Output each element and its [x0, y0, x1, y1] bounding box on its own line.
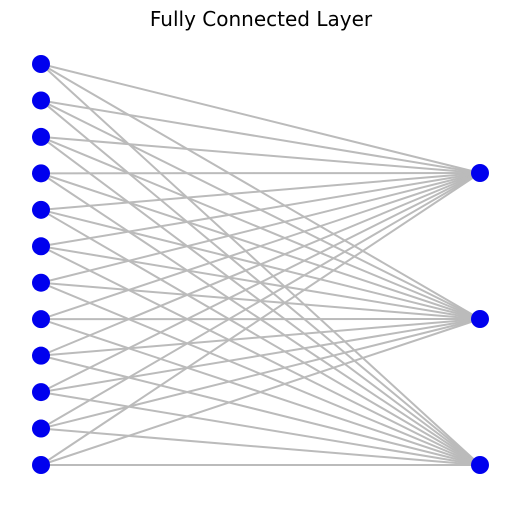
edges-group: [40, 63, 481, 466]
edge-11-3: [40, 427, 481, 466]
edge-9-1: [40, 172, 481, 357]
edge-1-1: [40, 63, 481, 174]
edge-12-1: [40, 172, 481, 466]
output-node-2: [471, 310, 489, 328]
input-node-4: [32, 164, 50, 183]
edge-11-2: [40, 318, 481, 430]
input-node-3: [32, 127, 50, 146]
edge-6-1: [40, 172, 481, 248]
input-node-10: [32, 383, 50, 402]
edge-9-2: [40, 318, 481, 357]
input-node-1: [32, 55, 50, 73]
input-node-6: [32, 237, 50, 256]
diagram-title: Fully Connected Layer: [149, 7, 373, 31]
edge-11-1: [40, 172, 481, 430]
edge-9-3: [40, 354, 481, 466]
edge-10-3: [40, 391, 481, 466]
nodes-group: [32, 55, 489, 474]
input-node-8: [32, 310, 50, 329]
input-node-9: [32, 346, 50, 365]
edge-12-2: [40, 318, 481, 466]
input-node-12: [32, 456, 50, 474]
edge-3-1: [40, 135, 481, 174]
output-node-3: [471, 456, 489, 474]
output-node-1: [471, 164, 489, 182]
input-node-11: [32, 419, 50, 438]
edge-10-1: [40, 172, 481, 393]
edge-2-1: [40, 99, 481, 174]
input-node-5: [32, 200, 50, 219]
edge-10-2: [40, 318, 481, 394]
edge-5-1: [40, 172, 481, 211]
input-node-7: [32, 273, 50, 292]
input-node-2: [32, 91, 50, 110]
edge-8-1: [40, 172, 481, 321]
edge-7-1: [40, 172, 481, 284]
